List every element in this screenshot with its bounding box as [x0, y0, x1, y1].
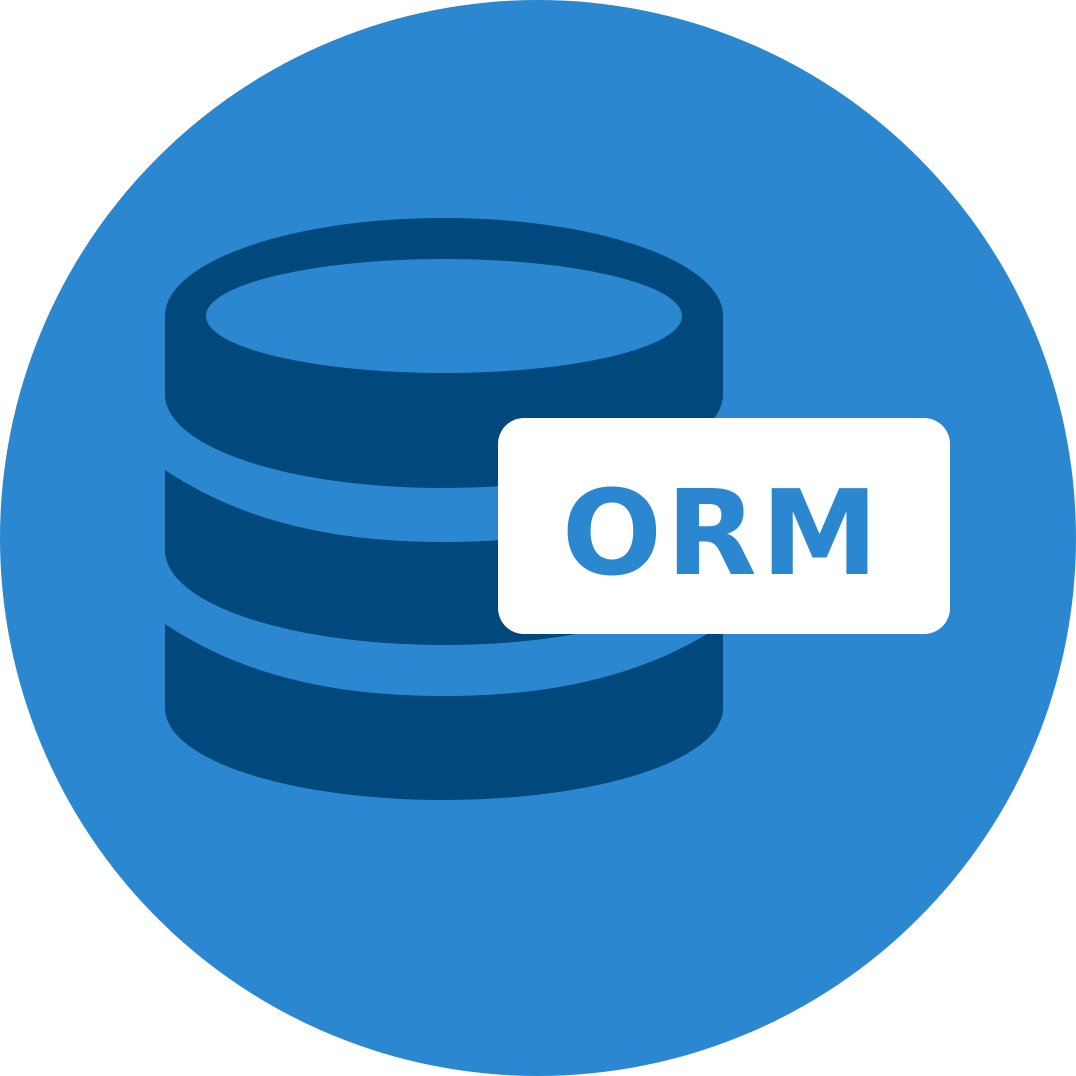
- orm-badge: ORM: [498, 418, 950, 634]
- orm-badge-label: ORM: [562, 464, 883, 602]
- orm-badge-background: [498, 418, 950, 634]
- database-bottom-disk: [165, 624, 723, 800]
- database-top-oval: [206, 259, 682, 373]
